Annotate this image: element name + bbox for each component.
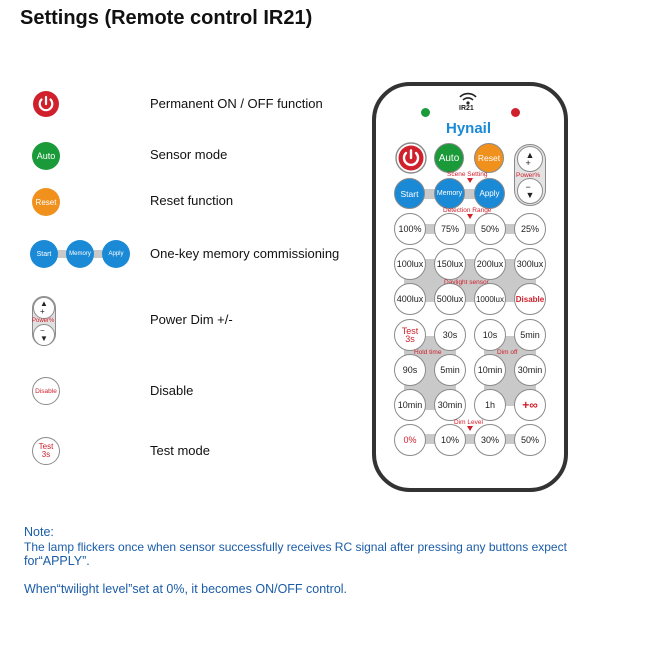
test-line1: Test [401, 326, 419, 336]
dim-30-button[interactable]: 30% [474, 424, 506, 456]
detection-arrow-icon [467, 214, 473, 219]
detection-100-button[interactable]: 100% [394, 213, 426, 245]
auto-button-sample: Auto [32, 142, 60, 170]
note-line3: When“twilight level”set at 0%, it become… [24, 582, 348, 596]
start-button-sample: Start [30, 240, 58, 268]
legend-memory: Start Memory Apply One-key memory commis… [20, 238, 350, 278]
reset-button-sample: Reset [32, 188, 60, 216]
legend-label-dim: Power Dim +/- [150, 312, 233, 327]
detection-25-button[interactable]: 25% [514, 213, 546, 245]
scene-apply-button[interactable]: Apply [474, 178, 505, 209]
legend-power: Permanent ON / OFF function [20, 88, 350, 128]
lux-400-button[interactable]: 400lux [394, 283, 426, 315]
dimoff-5min-button[interactable]: 5min [514, 319, 546, 351]
scene-setting-label: Scene Setting [447, 171, 488, 178]
hold-5min-button[interactable]: 5min [434, 354, 466, 386]
legend-disable: Disable Disable [20, 375, 350, 415]
hold-30min-button[interactable]: 30min [434, 389, 466, 421]
led-green [421, 108, 430, 117]
scene-start-button[interactable]: Start [394, 178, 425, 209]
note-line1: The lamp flickers once when sensor succe… [24, 540, 567, 554]
legend-label-power: Permanent ON / OFF function [150, 96, 323, 111]
test-button-sample: Test 3s [32, 437, 60, 465]
test-line2: 3s [405, 334, 415, 344]
power-icon [20, 88, 130, 128]
dimoff-30min-button[interactable]: 30min [514, 354, 546, 386]
page-title: Settings (Remote control IR21) [20, 7, 313, 29]
lux-1000-button[interactable]: 1000lux [474, 283, 506, 315]
time-connector-3 [410, 400, 450, 410]
power-button[interactable] [395, 142, 427, 174]
dim-arrow-icon [467, 426, 473, 431]
legend-dim: ▲+ Power% −▼ Power Dim +/- [20, 294, 350, 350]
lux-100-button[interactable]: 100lux [394, 248, 426, 280]
plus-icon: ▲+ [33, 297, 55, 319]
dimoff-infinity-button[interactable]: +∞ [514, 389, 546, 421]
scene-memory-button[interactable]: Memory [434, 178, 465, 209]
dimoff-10s-button[interactable]: 10s [474, 319, 506, 351]
hold-time-label: Hold time [414, 349, 442, 356]
note-line2: for“APPLY”. [24, 554, 90, 568]
lux-200-button[interactable]: 200lux [474, 248, 506, 280]
lux-500-button[interactable]: 500lux [434, 283, 466, 315]
power-dim-sample: ▲+ Power% −▼ [20, 294, 130, 350]
memory-group-sample: Start Memory Apply [20, 238, 130, 278]
legend-label-auto: Sensor mode [150, 147, 228, 162]
legend-label-reset: Reset function [150, 193, 234, 208]
detection-range-label: Detection Range [443, 207, 492, 214]
remote-model-label: IR21 [459, 105, 474, 112]
detection-50-button[interactable]: 50% [474, 213, 506, 245]
disable-button-sample: Disable [32, 377, 60, 405]
dim-connector [410, 434, 530, 444]
brand-logo: Hynail [446, 120, 492, 137]
dimoff-10min-button[interactable]: 10min [474, 354, 506, 386]
legend-auto: Auto Sensor mode [20, 139, 350, 179]
test-sample-line2: 3s [41, 450, 51, 459]
detection-75-button[interactable]: 75% [434, 213, 466, 245]
reset-button[interactable]: Reset [474, 143, 504, 173]
dim-10-button[interactable]: 10% [434, 424, 466, 456]
signal-icon [458, 91, 478, 110]
minus-icon: −▼ [33, 324, 55, 346]
scene-arrow-icon [467, 178, 473, 183]
memory-button-sample: Memory [66, 240, 94, 268]
detection-connector [410, 224, 530, 234]
hold-10min-button[interactable]: 10min [394, 389, 426, 421]
remote-power-caption: Power% [516, 172, 541, 179]
hold-90s-button[interactable]: 90s [394, 354, 426, 386]
legend-label-test: Test mode [150, 443, 210, 458]
power-dim-caption: Power% [32, 318, 55, 324]
legend-label-memory: One-key memory commissioning [150, 246, 340, 261]
legend-label-disable: Disable [150, 383, 194, 398]
legend-test: Test 3s Test mode [20, 435, 350, 475]
legend-reset: Reset Reset function [20, 186, 350, 226]
led-red [511, 108, 520, 117]
dim-off-label: Dim off [497, 349, 518, 356]
test-sample-line1: Test [38, 442, 54, 451]
test-3s-button[interactable]: Test 3s [394, 319, 426, 351]
power-down-button[interactable]: −▼ [517, 178, 543, 204]
lux-150-button[interactable]: 150lux [434, 248, 466, 280]
note-heading: Note: [24, 525, 54, 539]
dim-0-button[interactable]: 0% [394, 424, 426, 456]
auto-button[interactable]: Auto [434, 143, 464, 173]
dim-50-button[interactable]: 50% [514, 424, 546, 456]
lux-disable-button[interactable]: Disable [514, 283, 546, 315]
daylight-sensor-label: Daylight sensor [444, 279, 489, 286]
power-up-button[interactable]: ▲+ [517, 146, 543, 172]
dimoff-1h-button[interactable]: 1h [474, 389, 506, 421]
dim-level-label: Dim Level [454, 419, 483, 426]
lux-300-button[interactable]: 300lux [514, 248, 546, 280]
hold-30s-button[interactable]: 30s [434, 319, 466, 351]
apply-button-sample: Apply [102, 240, 130, 268]
